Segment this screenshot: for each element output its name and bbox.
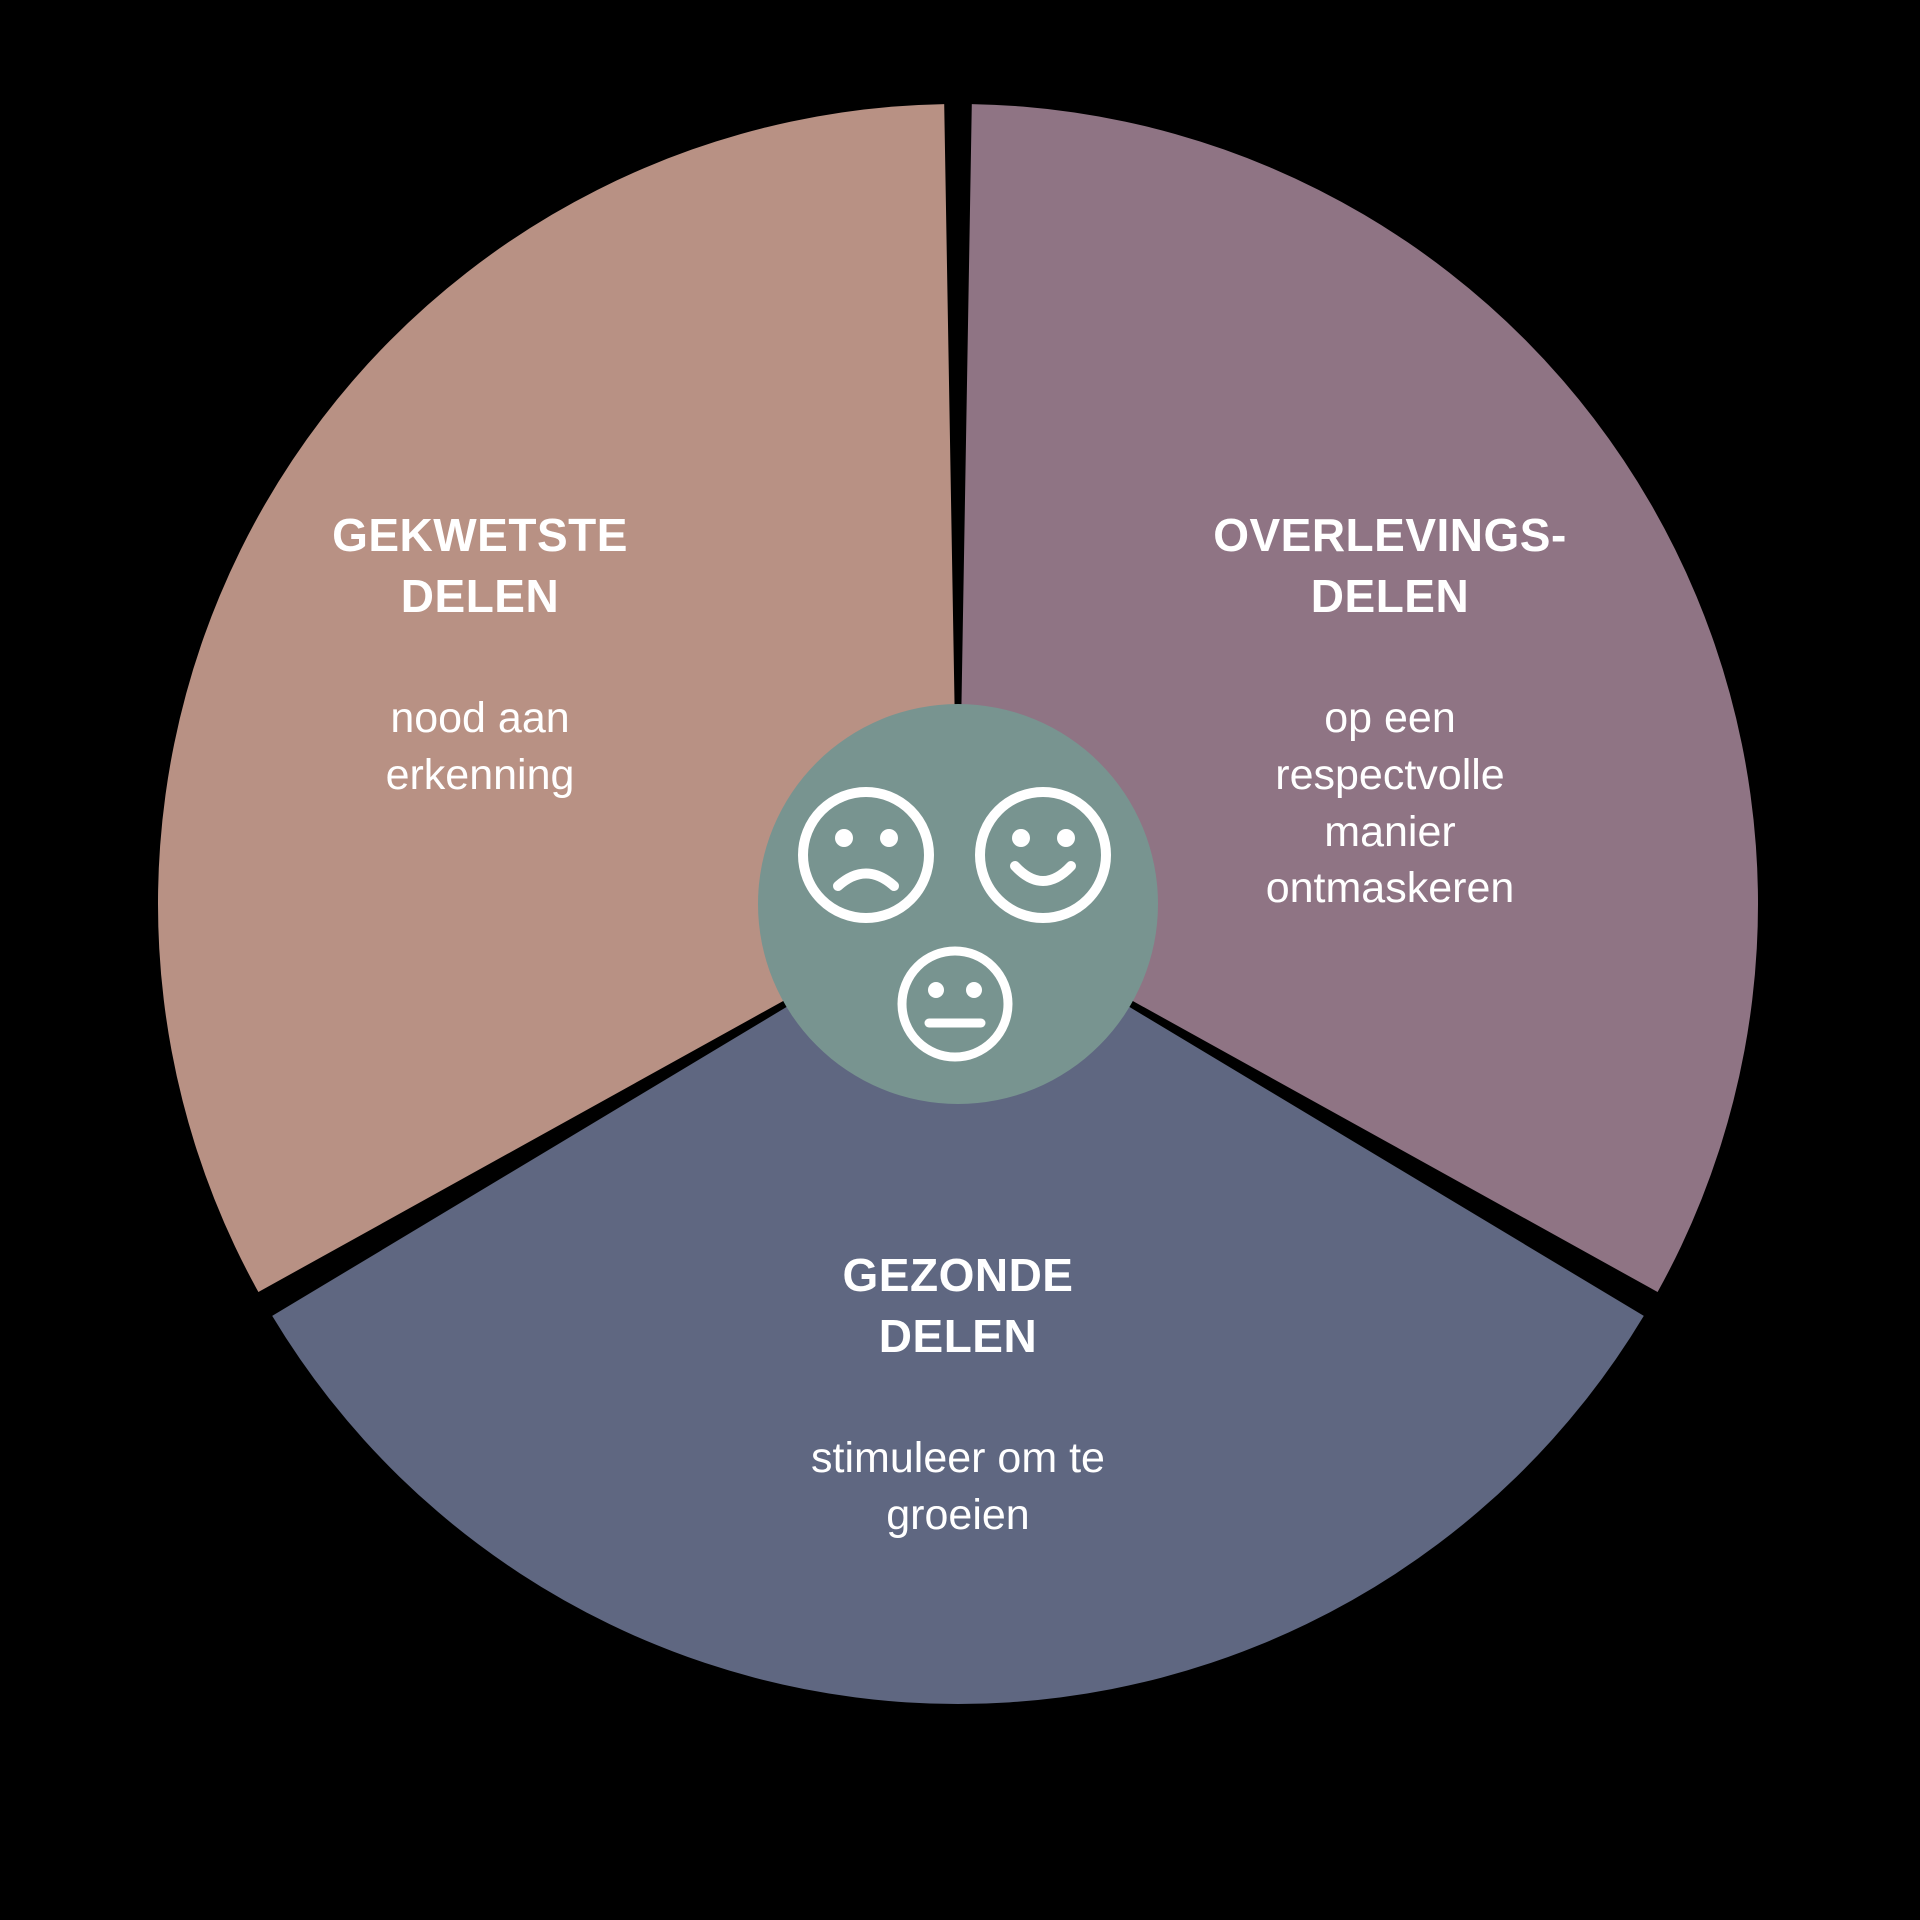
neutral-face-icon	[897, 946, 1013, 1062]
sad-face-icon	[798, 787, 934, 923]
segment-overlevings[interactable]	[961, 104, 1758, 1293]
segment-gekwetste[interactable]	[158, 104, 955, 1293]
happy-face-icon	[975, 787, 1111, 923]
center-circle[interactable]	[758, 704, 1158, 1104]
segment-gezonde[interactable]	[272, 1004, 1644, 1704]
